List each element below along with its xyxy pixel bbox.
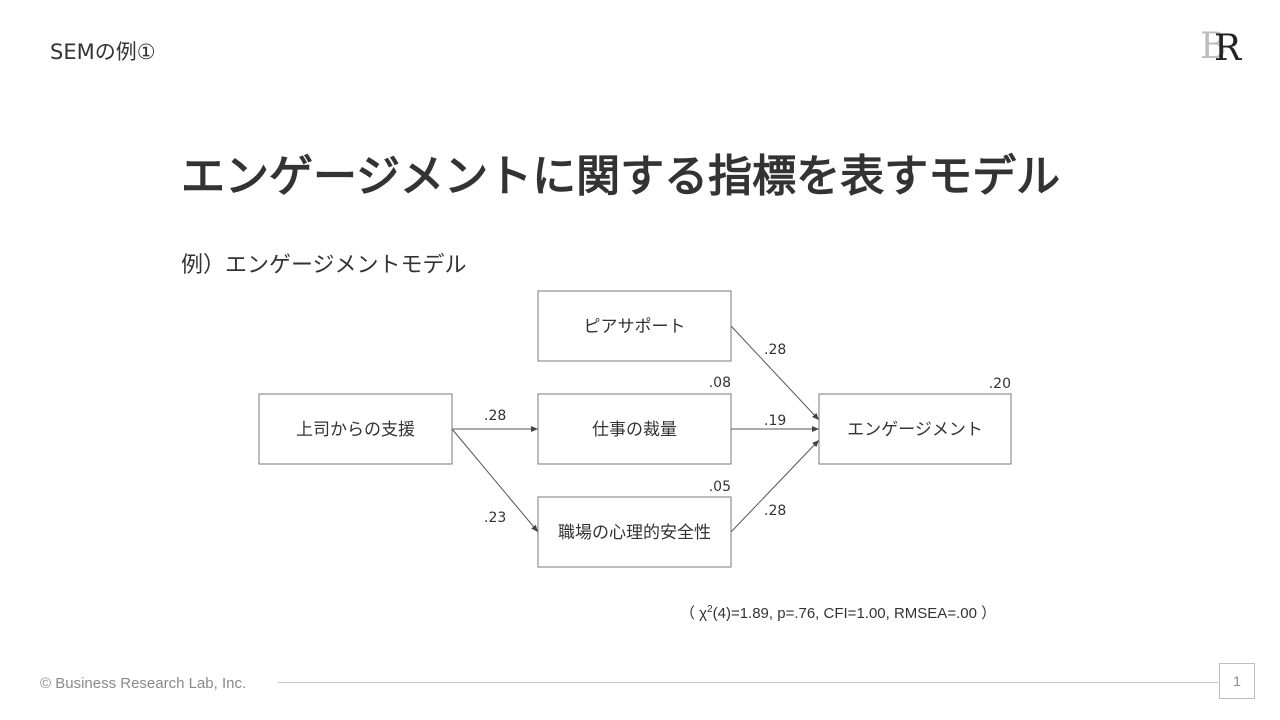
node-label-job-discretion: 仕事の裁量 bbox=[592, 420, 677, 440]
path-arrow-boss-to-safety bbox=[451, 428, 539, 533]
diagram-subtitle: 例）エンゲージメントモデル bbox=[181, 253, 467, 278]
node-psych-safety: 職場の心理的安全性 bbox=[537, 496, 732, 568]
node-label-peer-support: ピアサポート bbox=[584, 317, 686, 337]
node-label-boss-support: 上司からの支援 bbox=[296, 420, 415, 440]
path-arrow-peer-to-engagement bbox=[730, 325, 820, 421]
r2-psych-safety: .05 bbox=[709, 479, 731, 495]
coef-discretion-to-engagement: .19 bbox=[764, 413, 786, 429]
node-boss-support: 上司からの支援 bbox=[258, 393, 453, 465]
node-engagement: エンゲージメント bbox=[818, 393, 1012, 465]
logo-letter-r: R bbox=[1214, 28, 1242, 69]
copyright-text: © Business Research Lab, Inc. bbox=[40, 675, 247, 692]
model-fit-statistics: （ χ2(4)=1.89, p=.76, CFI=1.00, RMSEA=.00… bbox=[680, 602, 996, 623]
node-job-discretion: 仕事の裁量 bbox=[537, 393, 732, 465]
fit-superscript: 2 bbox=[707, 604, 713, 615]
coef-safety-to-engagement: .28 bbox=[764, 503, 786, 519]
page-title: エンゲージメントに関する指標を表すモデル bbox=[181, 151, 1061, 202]
r2-engagement: .20 bbox=[989, 376, 1011, 392]
page-number: 1 bbox=[1219, 663, 1255, 699]
footer-divider bbox=[278, 682, 1218, 683]
fit-open: （ χ bbox=[680, 605, 708, 622]
node-peer-support: ピアサポート bbox=[537, 290, 732, 362]
coef-peer-to-engagement: .28 bbox=[764, 342, 786, 358]
company-logo: B R bbox=[1200, 26, 1250, 69]
node-label-psych-safety: 職場の心理的安全性 bbox=[558, 523, 711, 543]
fit-rest: (4)=1.89, p=.76, CFI=1.00, RMSEA=.00 ） bbox=[712, 605, 997, 622]
path-arrow-safety-to-engagement bbox=[730, 439, 820, 533]
slide-label: SEMの例① bbox=[50, 40, 156, 64]
logo-letter-b: B bbox=[1200, 26, 1227, 67]
r2-job-discretion: .08 bbox=[709, 375, 731, 391]
coef-boss-to-discretion: .28 bbox=[484, 408, 506, 424]
node-label-engagement: エンゲージメント bbox=[847, 420, 983, 440]
coef-boss-to-safety: .23 bbox=[484, 510, 506, 526]
